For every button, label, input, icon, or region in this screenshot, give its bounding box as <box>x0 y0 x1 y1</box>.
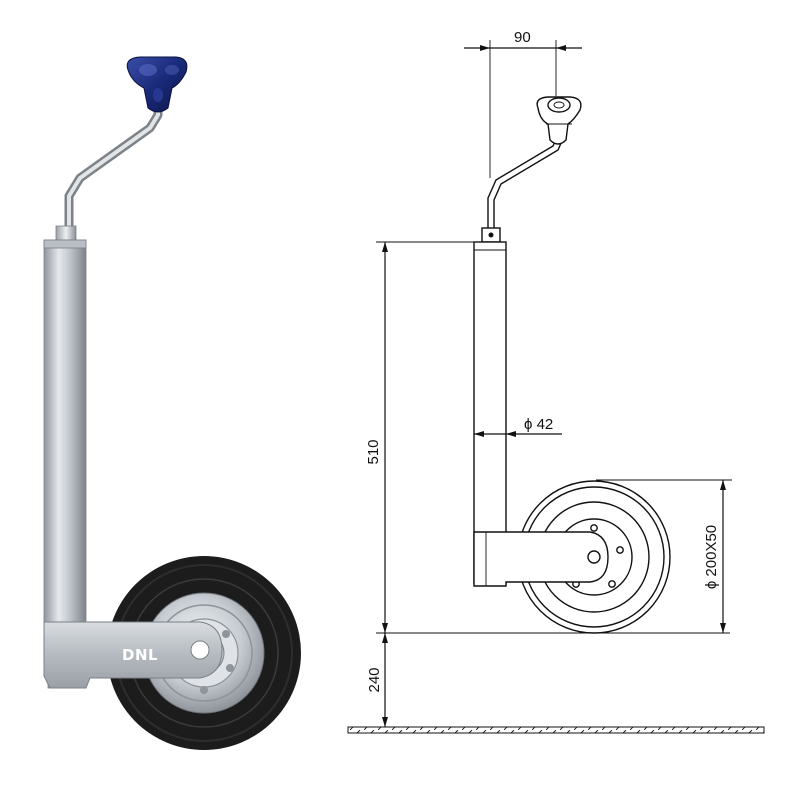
dimension-handle-offset: 90 <box>464 29 582 178</box>
technical-drawing: 90 510 ϕ 42 ϕ 200X50 <box>347 29 765 734</box>
crank-handle <box>64 87 163 237</box>
wheel-bracket: DNL <box>43 621 223 689</box>
dim-tube-length-label: 510 <box>365 439 382 464</box>
dim-wheel-size-label: ϕ 200X50 <box>703 525 720 589</box>
dim-ground-clearance-label: 240 <box>366 667 383 692</box>
drawing-bracket <box>473 531 609 587</box>
dimension-ground-clearance: 240 <box>366 633 388 727</box>
drawing-crank-handle <box>487 96 582 228</box>
dimension-tube-length: 510 <box>365 241 730 634</box>
dimension-tube-diameter: ϕ 42 <box>474 416 562 437</box>
dim-tube-diameter-label: ϕ 42 <box>524 416 553 433</box>
axle-hole <box>190 640 210 660</box>
drawing-tube <box>473 241 507 585</box>
dim-handle-offset-label: 90 <box>514 29 531 46</box>
brand-logo: DNL <box>122 646 158 664</box>
main-tube <box>43 239 87 626</box>
ground-line <box>347 726 765 734</box>
dimension-wheel-size: ϕ 200X50 <box>596 479 732 633</box>
drawing-knob <box>536 96 582 145</box>
handle-knob <box>126 56 188 113</box>
product-render: DNL <box>43 56 301 750</box>
